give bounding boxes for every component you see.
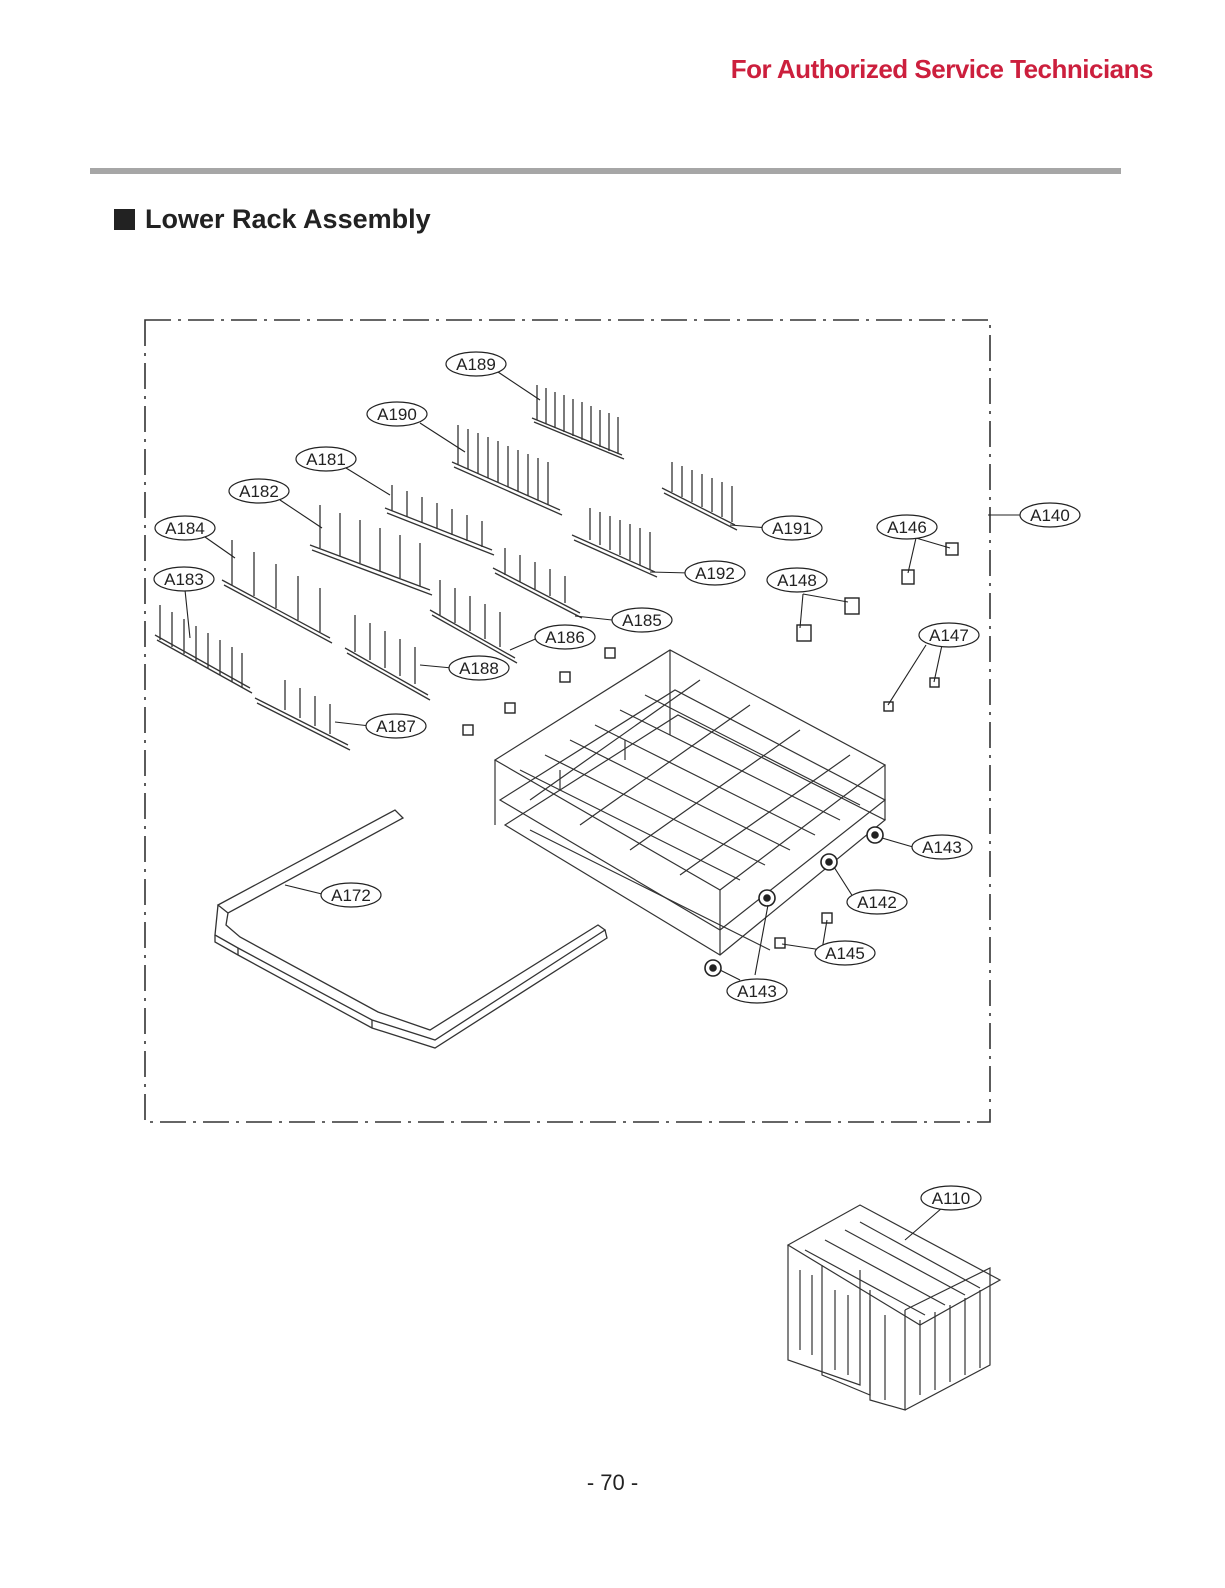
label-a185: A185 <box>622 611 662 630</box>
label-a191: A191 <box>772 519 812 538</box>
page-number: - 70 - <box>586 1470 639 1495</box>
label-a183: A183 <box>164 570 204 589</box>
bullet-square-icon <box>114 209 135 230</box>
label-a186: A186 <box>545 628 585 647</box>
small-clips <box>462 542 959 949</box>
label-a181: A181 <box>306 450 346 469</box>
label-a146: A146 <box>887 518 927 537</box>
label-a143-bottom: A143 <box>737 982 777 1001</box>
label-a184: A184 <box>165 519 205 538</box>
cutlery-basket-a110 <box>786 1204 1002 1411</box>
tine-row-a189 <box>531 385 625 460</box>
tine-row-a188 <box>344 615 431 701</box>
callout-labels: A189 A190 A181 A182 A184 A183 A191 A192 … <box>164 355 1070 1208</box>
tine-row-a192 <box>571 508 658 578</box>
label-a190: A190 <box>377 405 417 424</box>
tine-row-a184 <box>221 540 333 644</box>
authorized-technicians-header: For Authorized Service Technicians <box>730 54 1154 84</box>
tine-row-a187 <box>254 680 351 751</box>
section-title: Lower Rack Assembly <box>145 204 431 234</box>
label-a172: A172 <box>331 886 371 905</box>
tine-row-a186 <box>429 580 518 664</box>
header-divider <box>90 168 1121 174</box>
rack-wheels <box>704 826 884 977</box>
label-a142: A142 <box>857 893 897 912</box>
tine-row-a183 <box>154 605 253 694</box>
assembly-boundary-frame <box>144 319 991 1123</box>
label-a143-top: A143 <box>922 838 962 857</box>
label-a192: A192 <box>695 564 735 583</box>
label-a145: A145 <box>825 944 865 963</box>
label-a110: A110 <box>932 1189 970 1208</box>
tine-row-a185 <box>492 548 583 619</box>
leader-lines <box>184 371 1025 1241</box>
tine-row-a182 <box>309 505 433 596</box>
label-a140: A140 <box>1030 506 1070 525</box>
label-a188: A188 <box>459 659 499 678</box>
tine-row-a190 <box>451 425 563 516</box>
lower-rack-basket <box>493 649 887 956</box>
section-heading: Lower Rack Assembly <box>114 204 431 235</box>
label-a148: A148 <box>777 571 817 590</box>
tine-row-a181 <box>384 485 495 556</box>
callouts <box>153 351 1081 1211</box>
label-a187: A187 <box>376 717 416 736</box>
label-a147: A147 <box>929 626 969 645</box>
label-a189: A189 <box>456 355 496 374</box>
tine-row-a191 <box>661 462 738 531</box>
rail-a172 <box>214 809 608 1049</box>
label-a182: A182 <box>239 482 279 501</box>
